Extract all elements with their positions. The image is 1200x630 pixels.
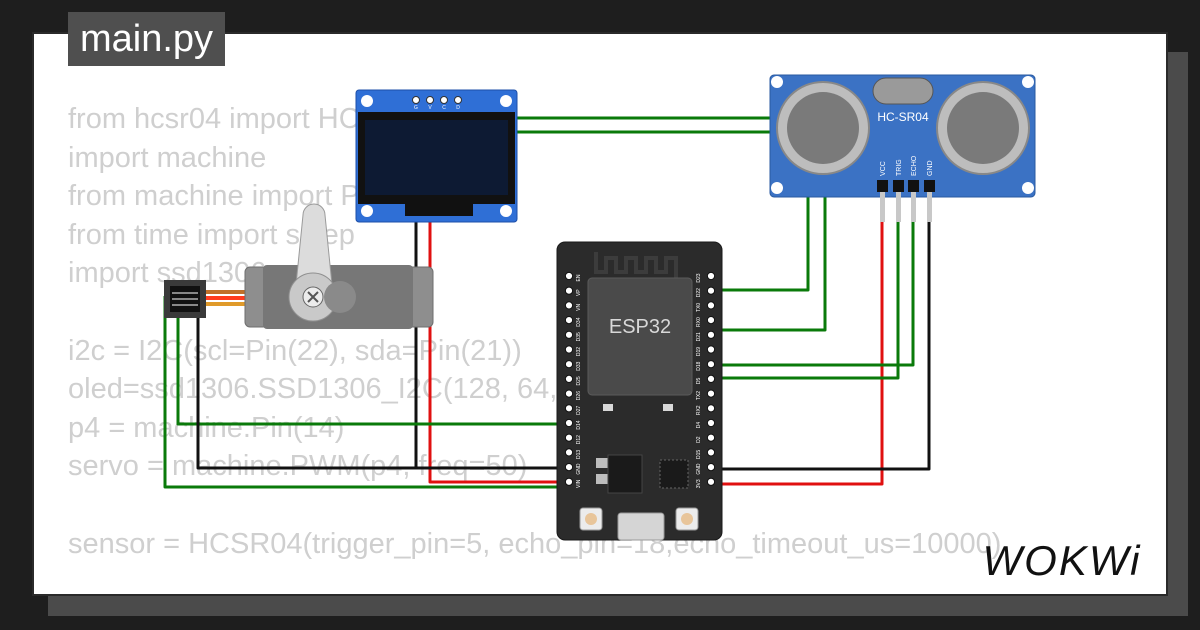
- esp32-pin: [706, 463, 716, 472]
- esp32-pin-label: VN: [576, 304, 582, 311]
- wire-sensor-gnd: [712, 195, 931, 471]
- oled-display[interactable]: G V C D: [355, 89, 518, 223]
- esp32-pin: [706, 404, 716, 413]
- esp32-pin-label: EN: [576, 274, 582, 281]
- esp32-pin-label: D5: [696, 377, 702, 384]
- esp32-pin-label: D23: [696, 273, 702, 282]
- esp32-pin-label: D21: [696, 332, 702, 341]
- esp32-pin: [706, 316, 716, 325]
- sensor-pin-label: VCC: [880, 161, 887, 176]
- esp32-pin-label: D27: [576, 406, 582, 415]
- esp32-pin-label: D12: [576, 435, 582, 444]
- esp32-pin: [564, 360, 574, 369]
- esp32-pin: [564, 271, 574, 281]
- esp32-pin: [564, 418, 574, 428]
- esp32-pin-label: D26: [576, 391, 582, 400]
- oled-pin-label: C: [442, 105, 446, 111]
- esp32-pin: [706, 477, 716, 486]
- wire-servo-signal: [176, 300, 566, 426]
- esp32-pin-label: D22: [696, 288, 702, 297]
- sensor-label: HC-SR04: [877, 110, 929, 124]
- esp32-pin-label: D25: [576, 376, 582, 385]
- sensor-pin-label: ECHO: [911, 155, 918, 176]
- esp32-pin: [564, 477, 574, 486]
- oled-pin-label: V: [428, 105, 432, 111]
- esp32-pin: [564, 404, 574, 413]
- esp32-pin: [706, 360, 716, 369]
- esp32-pin-label: 3V3: [696, 479, 702, 488]
- esp32-pin: [706, 389, 716, 398]
- sensor-pin-label: TRIG: [896, 159, 903, 176]
- wire-trig: [712, 195, 900, 380]
- esp32-pin-label: D34: [576, 317, 582, 326]
- wire-servo-gnd: [196, 300, 566, 470]
- oled-pin-label: D: [456, 105, 460, 111]
- esp32-pin-label: D32: [576, 347, 582, 356]
- esp32-pin-label: D14: [576, 420, 582, 429]
- esp32-pin: [706, 286, 716, 295]
- esp32-pin-label: GND: [696, 463, 702, 475]
- wokwi-logo: WOKWi: [983, 537, 1142, 584]
- esp32-pin-label: D15: [696, 450, 702, 459]
- esp32-board[interactable]: ESP32 ENVPVND34D35D32D33D25D26D27D14D12D…: [556, 241, 723, 541]
- esp32-pin-label: TX0: [696, 303, 702, 312]
- esp32-pin: [564, 330, 574, 339]
- file-tab[interactable]: main.py: [68, 12, 226, 66]
- esp32-pin: [706, 418, 716, 428]
- esp32-pin: [706, 271, 716, 281]
- esp32-pin-label: D35: [576, 332, 582, 341]
- code-line: import machine: [68, 141, 267, 174]
- esp32-pin-label: D4: [696, 422, 702, 429]
- esp32-pin-label: D18: [696, 361, 702, 370]
- code-line: p4 = machine.Pin(14): [68, 411, 345, 444]
- esp32-pin-label: GND: [576, 463, 582, 475]
- esp32-pin-label: TX2: [696, 391, 702, 400]
- sensor-pins: VCC TRIG ECHO GND: [877, 155, 935, 222]
- sensor-pin-label: GND: [927, 160, 934, 176]
- esp32-pin: [564, 374, 574, 383]
- esp32-pin: [564, 463, 574, 472]
- esp32-pin: [564, 389, 574, 398]
- esp32-pin: [564, 301, 574, 310]
- esp32-pin-label: RX2: [696, 405, 702, 415]
- esp32-pin-label: D19: [696, 347, 702, 356]
- esp32-pin: [706, 330, 716, 339]
- wire-sensor-vcc: [712, 195, 884, 486]
- esp32-pin: [564, 316, 574, 325]
- esp32-pin-label: VP: [576, 289, 582, 296]
- esp32-pin: [564, 345, 574, 354]
- esp32-pin-label: D13: [576, 450, 582, 459]
- esp32-pin: [564, 433, 574, 442]
- esp32-label: ESP32: [609, 316, 671, 338]
- code-line: i2c = I2C(scl=Pin(22), sda=Pin(21)): [68, 334, 522, 367]
- esp32-pin: [564, 448, 574, 457]
- esp32-pin-label: D33: [576, 361, 582, 370]
- esp32-pin: [706, 301, 716, 310]
- esp32-pin: [564, 286, 574, 295]
- esp32-pin-label: VIN: [576, 479, 582, 488]
- oled-pin-label: G: [414, 105, 418, 111]
- esp32-pin: [706, 433, 716, 442]
- esp32-pin: [706, 345, 716, 354]
- ultrasonic-sensor[interactable]: HC-SR04 VCC TRIG ECHO GND: [769, 74, 1036, 222]
- wire-servo-vin: [163, 296, 566, 489]
- esp32-pin: [706, 374, 716, 383]
- esp32-pin: [706, 448, 716, 457]
- oled-pins: G V C D: [412, 96, 462, 111]
- servo-motor[interactable]: [164, 203, 434, 329]
- wire-echo: [712, 195, 915, 367]
- esp32-pin-label: RX0: [696, 317, 702, 327]
- code-line: servo = machine.PWM(p4, freq=50): [68, 450, 528, 483]
- esp32-pin-label: D2: [696, 436, 702, 443]
